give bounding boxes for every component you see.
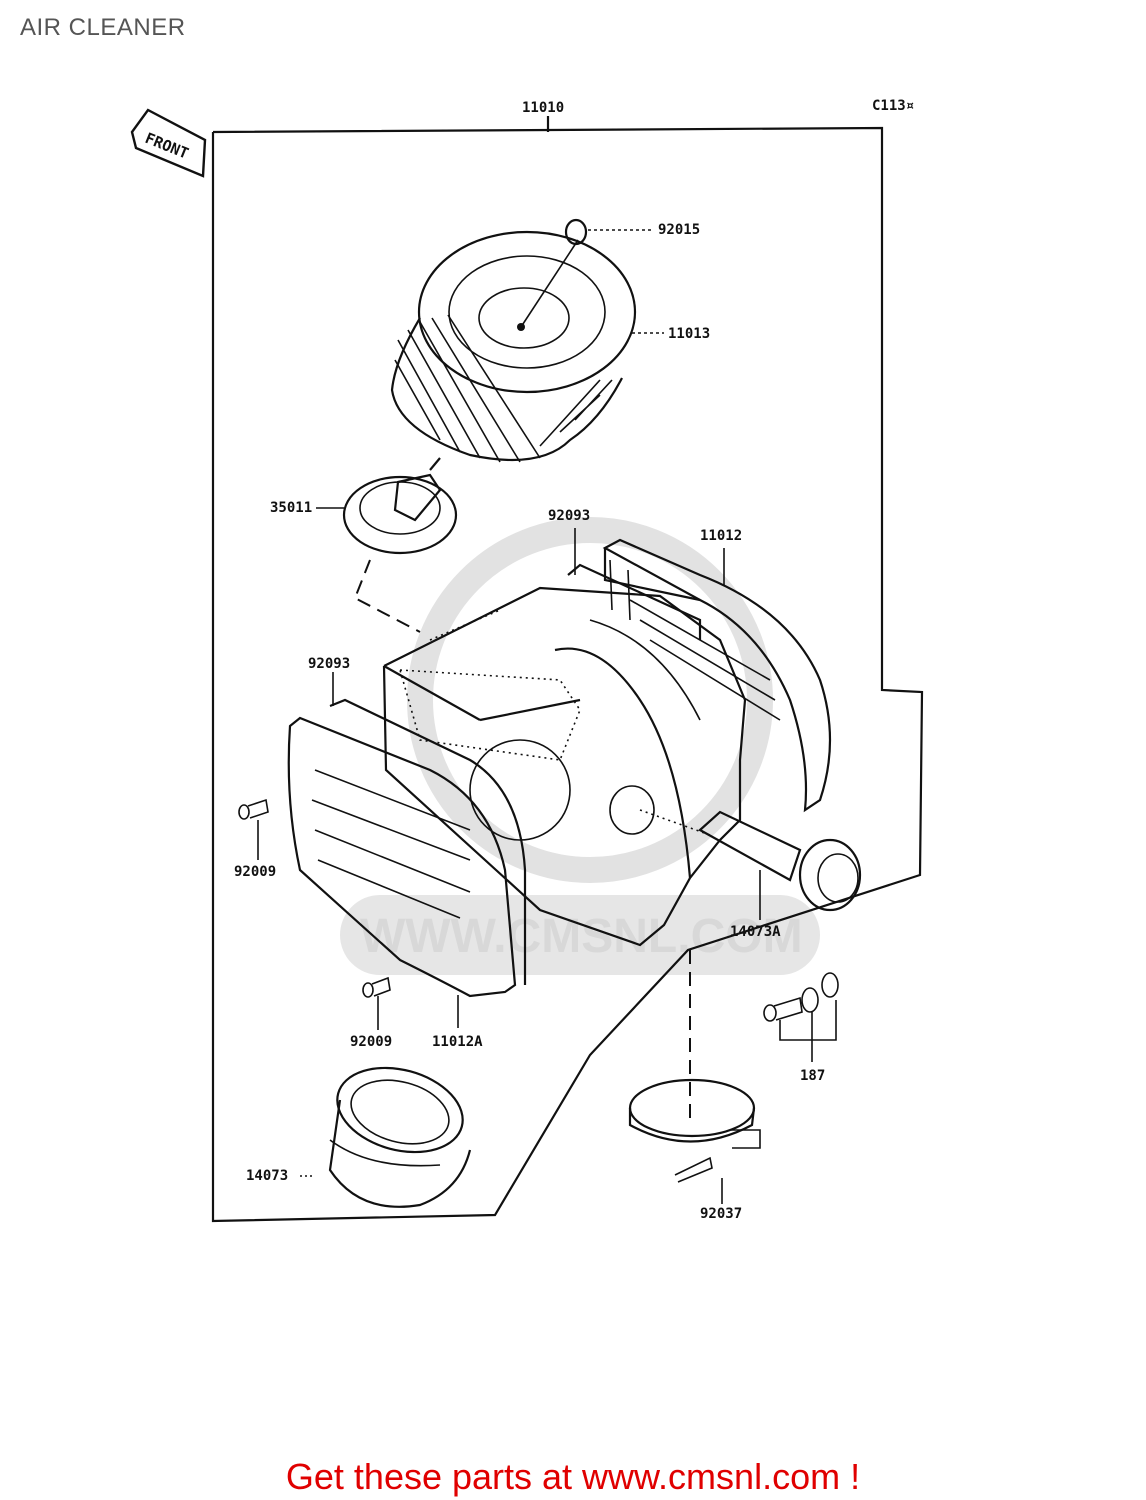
part-label-92093-upper: 92093 [548,508,590,524]
part-label-92037: 92037 [700,1206,742,1222]
parts-diagram: WWW.CMSNL.COM FRONT [130,98,924,1223]
front-label: FRONT [143,129,192,163]
part-label-187: 187 [800,1068,825,1084]
watermark: WWW.CMSNL.COM [340,517,820,975]
part-label-11012: 11012 [700,528,742,544]
bolt-lower [362,976,391,1030]
part-label-92009-upper: 92009 [234,864,276,880]
filter-holder [316,457,458,555]
ref-code: C113¤ [872,98,914,114]
page-title: AIR CLEANER [20,14,186,41]
hose-clamp [628,950,761,1204]
part-label-11010: 11010 [522,100,564,116]
part-label-14073: 14073 [246,1168,288,1184]
part-label-92015: 92015 [658,222,700,238]
left-cover [287,672,527,1028]
footer-link[interactable]: Get these parts at www.cmsnl.com ! [285,1456,861,1497]
part-label-92093-lower: 92093 [308,656,350,672]
assembly-outline [211,116,924,1223]
part-label-11013: 11013 [668,326,710,342]
part-label-92009-lower: 92009 [350,1034,392,1050]
bolt-washer-set [763,972,839,1062]
front-arrow-icon: FRONT [130,108,207,178]
right-cover [567,528,832,813]
intake-duct [698,810,862,920]
air-cleaner-housing [382,586,747,947]
bolt-upper [238,798,269,860]
air-filter-element [390,218,637,463]
part-label-14073A: 14073A [730,924,781,940]
intake-rubber [300,1066,472,1208]
part-label-11012A: 11012A [432,1034,483,1050]
part-label-35011: 35011 [270,500,312,516]
